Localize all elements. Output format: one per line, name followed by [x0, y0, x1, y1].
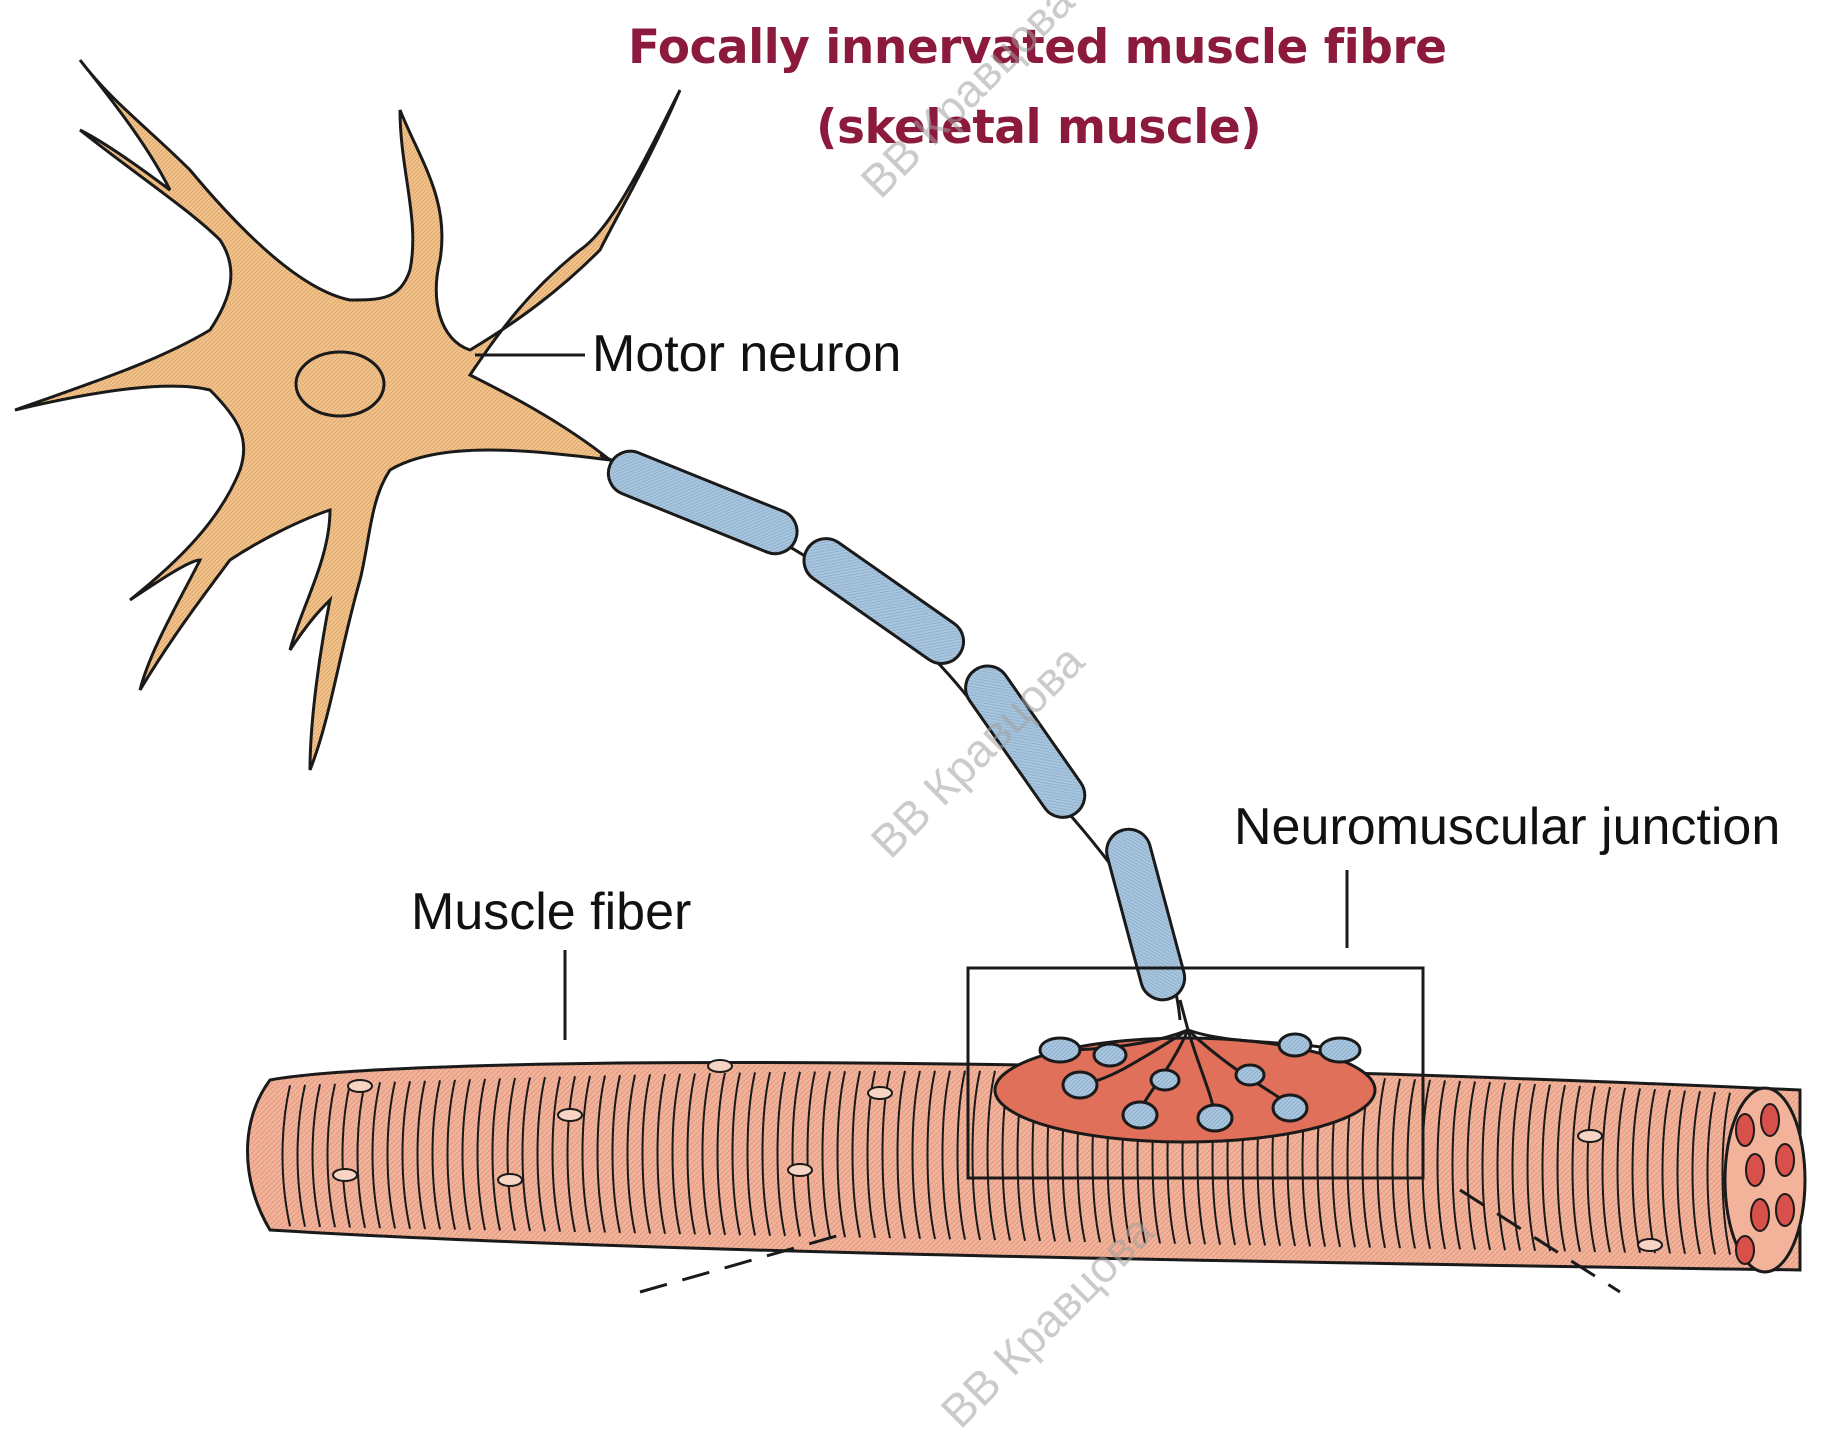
diagram-title-line-2: (skeletal muscle)	[816, 100, 1316, 155]
myelin-sheath-2	[795, 530, 972, 672]
myelin-sheath-4	[1102, 824, 1190, 1004]
label-muscle-fiber: Muscle fiber	[411, 882, 691, 942]
diagram-canvas	[0, 0, 1845, 1297]
label-motor-neuron: Motor neuron	[592, 324, 901, 384]
label-neuromuscular-junction: Neuromuscular junction	[1234, 797, 1780, 857]
axon	[600, 445, 1190, 1030]
diagram-title-line-1: Focally innervated muscle fibre	[40, 20, 1845, 75]
myelin-sheath-1	[602, 445, 804, 561]
motor-neuron	[15, 60, 680, 770]
myelin-sheath-3	[957, 657, 1093, 826]
